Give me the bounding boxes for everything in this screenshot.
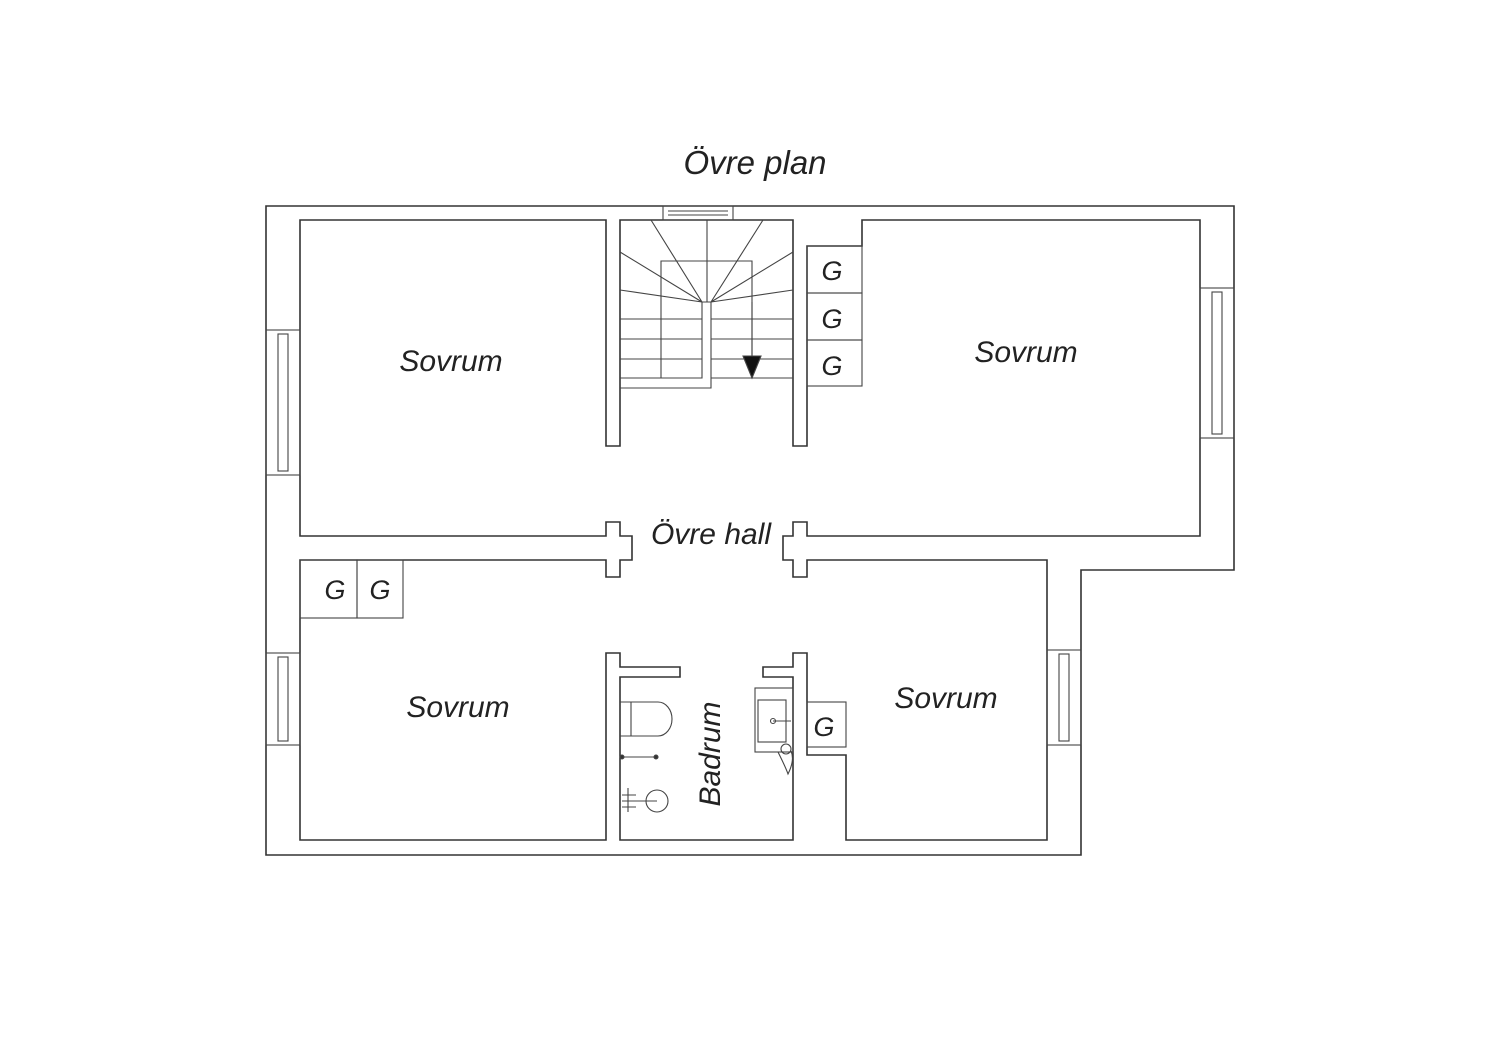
closet-label: G — [821, 256, 842, 286]
room-label-bedroom-bottom-right: Sovrum — [894, 682, 997, 715]
room-label-hall: Övre hall — [651, 518, 772, 551]
window-left-upper — [265, 329, 301, 476]
closet-label: G — [369, 575, 390, 605]
room-label-bedroom-top-right: Sovrum — [974, 336, 1077, 369]
floor-title: Övre plan — [683, 144, 826, 181]
sink-icon — [754, 687, 794, 776]
window-left-lower — [265, 652, 301, 746]
towel-rail-icon — [619, 754, 659, 760]
closet-bathroom-side — [806, 701, 847, 748]
room-label-bedroom-bottom-left: Sovrum — [406, 691, 509, 724]
window-top — [662, 205, 734, 221]
closet-stack — [806, 245, 863, 387]
outer-wall — [265, 205, 1235, 856]
toilet-icon — [620, 701, 673, 737]
closet-pair — [299, 559, 404, 619]
window-right-upper — [1199, 287, 1235, 439]
window-right-lower — [1046, 649, 1082, 746]
shower-icon — [622, 788, 669, 813]
closet-label: G — [813, 712, 834, 742]
room-label-bathroom: Badrum — [694, 701, 727, 806]
closet-label: G — [821, 351, 842, 381]
room-label-bedroom-top-left: Sovrum — [399, 345, 502, 378]
closet-label: G — [821, 304, 842, 334]
staircase — [619, 219, 794, 389]
closet-label: G — [324, 575, 345, 605]
